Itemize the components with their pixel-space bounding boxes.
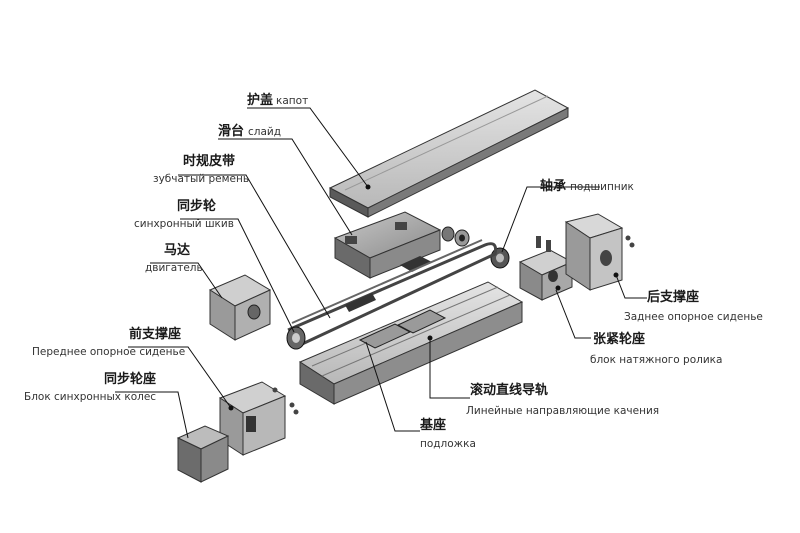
belt-label-zh: 时规皮带 <box>183 154 236 169</box>
front-support-label-zh: 前支撑座 <box>129 327 182 342</box>
motor-label-zh: 马达 <box>164 243 191 258</box>
cover-label-zh: 护盖 <box>247 93 274 108</box>
tension-block-label-ru: блок натяжного ролика <box>590 354 723 366</box>
leader-lines <box>115 107 647 439</box>
belt-label-ru: зубчатый ремень <box>153 173 250 185</box>
bearing-label-zh: 轴承 <box>540 179 567 194</box>
base-label-ru: подложка <box>420 438 476 450</box>
slide-label-ru: слайд <box>248 126 282 138</box>
rear-support-label-zh: 后支撑座 <box>647 290 700 305</box>
pulley-part <box>286 326 306 350</box>
base-part <box>298 281 524 405</box>
cover-label-ru: капот <box>276 95 309 107</box>
bearing-label-ru: подшипник <box>570 181 634 193</box>
pulley-block-part <box>176 425 230 483</box>
pulley-block-label-zh: 同步轮座 <box>104 372 157 387</box>
rail-label-zh: 滚动直线导轨 <box>470 383 549 398</box>
rail-label-ru: Линейные направляющие качения <box>466 405 660 417</box>
pulley-label-ru: синхронный шкив <box>134 218 234 230</box>
tension-block-label-zh: 张紧轮座 <box>593 332 646 347</box>
front-support-part <box>218 381 299 456</box>
motor-part <box>208 274 272 341</box>
slide-part <box>333 211 442 279</box>
motor-label-ru: двигатель <box>145 262 203 274</box>
cover-part <box>328 89 570 218</box>
front-support-label-ru: Переднее опорное сиденье <box>32 346 186 358</box>
pulley-block-label-ru: Блок синхронных колес <box>24 391 157 403</box>
belt-part <box>287 239 497 347</box>
pulley-label-zh: 同步轮 <box>177 199 217 214</box>
rear-support-part <box>564 213 635 291</box>
slide-label-zh: 滑台 <box>218 124 245 139</box>
rear-support-label-ru: Заднее опорное сиденье <box>624 311 763 323</box>
tension-block-part <box>518 236 574 301</box>
base-label-zh: 基座 <box>420 418 447 433</box>
